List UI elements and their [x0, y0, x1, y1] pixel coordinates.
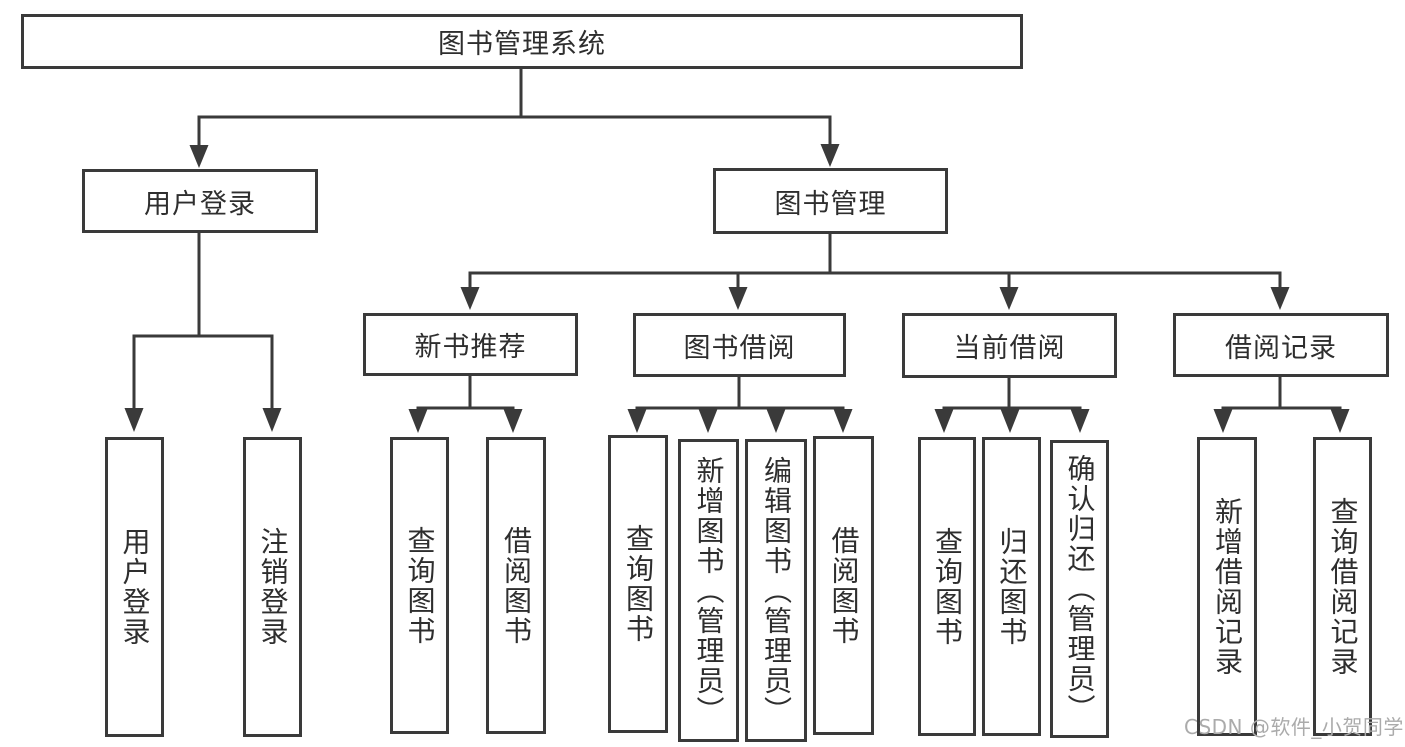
node-current-borrow: 当前借阅 — [902, 313, 1117, 378]
leaf-logout-label: 注销登录 — [256, 527, 290, 647]
leaf-confirm-return-admin: 确认归还（管理员） — [1050, 440, 1109, 738]
leaf-user-login: 用户登录 — [105, 437, 164, 737]
leaf-current-query: 查询图书 — [918, 437, 976, 736]
leaf-newbook-query: 查询图书 — [390, 437, 449, 734]
node-user-login-label: 用户登录 — [144, 188, 256, 220]
leaf-borrow-query-label: 查询图书 — [622, 524, 655, 644]
edges-current-borrow — [934, 377, 1090, 433]
edges-borrow-records — [1213, 377, 1350, 433]
leaf-confirm-return-admin-label: 确认归还（管理员） — [1063, 454, 1097, 724]
node-borrow-records-label: 借阅记录 — [1225, 332, 1337, 364]
watermark: CSDN @软件_小贺同学 — [1184, 715, 1404, 739]
leaf-borrow-query: 查询图书 — [608, 435, 668, 733]
node-book-borrow: 图书借阅 — [633, 313, 846, 377]
leaf-logout: 注销登录 — [243, 437, 302, 737]
edges-book-management — [460, 233, 1290, 310]
node-root: 图书管理系统 — [21, 14, 1023, 69]
node-book-management: 图书管理 — [713, 168, 948, 234]
leaf-newbook-query-label: 查询图书 — [403, 525, 437, 646]
node-new-book-recommend-label: 新书推荐 — [414, 332, 527, 363]
leaf-newbook-borrow: 借阅图书 — [486, 437, 546, 734]
leaf-edit-book-admin: 编辑图书（管理员） — [745, 439, 807, 742]
node-user-login: 用户登录 — [82, 169, 318, 233]
leaf-query-borrow-record: 查询借阅记录 — [1313, 437, 1372, 736]
leaf-borrow-book-label: 借阅图书 — [827, 525, 861, 646]
leaf-add-book-admin: 新增图书（管理员） — [678, 439, 739, 742]
node-book-management-label: 图书管理 — [774, 188, 887, 220]
leaf-user-login-label: 用户登录 — [118, 527, 152, 647]
node-borrow-records: 借阅记录 — [1173, 313, 1389, 377]
leaf-edit-book-admin-label: 编辑图书（管理员） — [760, 455, 793, 726]
edges-user-login — [124, 232, 282, 432]
leaf-borrow-book: 借阅图书 — [813, 436, 874, 735]
edges-root — [189, 68, 840, 168]
leaf-add-book-admin-label: 新增图书（管理员） — [692, 455, 726, 726]
leaf-add-borrow-record: 新增借阅记录 — [1197, 437, 1257, 736]
node-root-label: 图书管理系统 — [438, 29, 606, 60]
leaf-query-borrow-record-label: 查询借阅记录 — [1326, 496, 1360, 677]
node-new-book-recommend: 新书推荐 — [363, 313, 578, 376]
edges-book-borrow — [627, 376, 853, 433]
leaf-current-query-label: 查询图书 — [931, 526, 964, 647]
node-current-borrow-label: 当前借阅 — [953, 333, 1066, 364]
node-book-borrow-label: 图书借阅 — [683, 332, 796, 364]
leaf-return-book: 归还图书 — [982, 437, 1041, 736]
leaf-add-borrow-record-label: 新增借阅记录 — [1211, 496, 1244, 677]
edges-new-book — [408, 375, 523, 433]
leaf-return-book-label: 归还图书 — [995, 526, 1029, 647]
leaf-newbook-borrow-label: 借阅图书 — [500, 525, 533, 646]
